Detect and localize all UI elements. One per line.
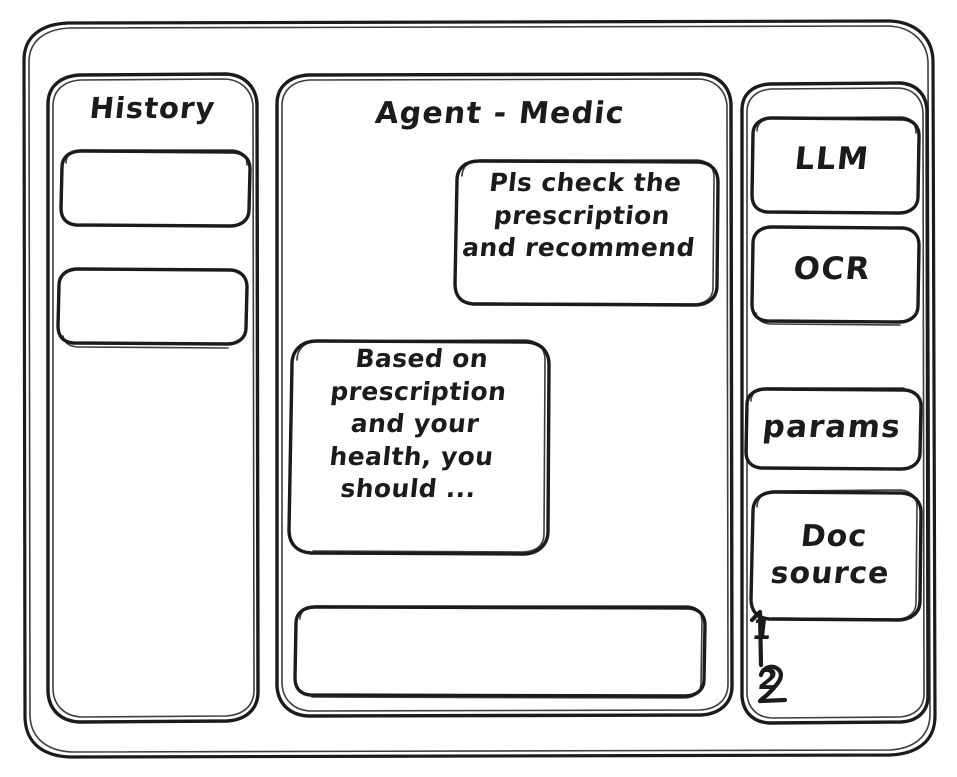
message-composer-input[interactable] bbox=[294, 604, 706, 699]
doc-source-item-2[interactable] bbox=[754, 658, 814, 706]
user-bubble-stroke bbox=[453, 159, 720, 307]
tool-card-doc-source[interactable] bbox=[750, 489, 922, 622]
tools-panel-stroke bbox=[740, 81, 930, 725]
composer-stroke bbox=[293, 605, 707, 699]
tool-card-ocr[interactable] bbox=[751, 225, 921, 325]
card-llm-stroke bbox=[750, 116, 921, 215]
history-item-2[interactable] bbox=[56, 266, 250, 348]
card-params-stroke bbox=[744, 387, 923, 471]
doc-source-1-stroke bbox=[749, 609, 764, 668]
tool-card-params[interactable] bbox=[745, 387, 923, 471]
doc-source-item-1[interactable] bbox=[748, 606, 808, 654]
history-panel-stroke bbox=[46, 72, 260, 724]
history-item-2-stroke bbox=[56, 267, 249, 349]
history-item-1[interactable] bbox=[58, 148, 252, 228]
history-item-1-stroke bbox=[59, 149, 252, 228]
user-message-bubble[interactable] bbox=[455, 158, 719, 308]
card-ocr-stroke bbox=[750, 225, 921, 326]
agent-message-bubble[interactable] bbox=[289, 338, 550, 556]
agent-bubble-stroke bbox=[287, 339, 551, 556]
chat-panel-stroke bbox=[275, 72, 734, 718]
doc-source-2-stroke bbox=[757, 664, 788, 704]
window-frame-stroke bbox=[22, 19, 937, 759]
tool-card-llm[interactable] bbox=[751, 116, 921, 215]
